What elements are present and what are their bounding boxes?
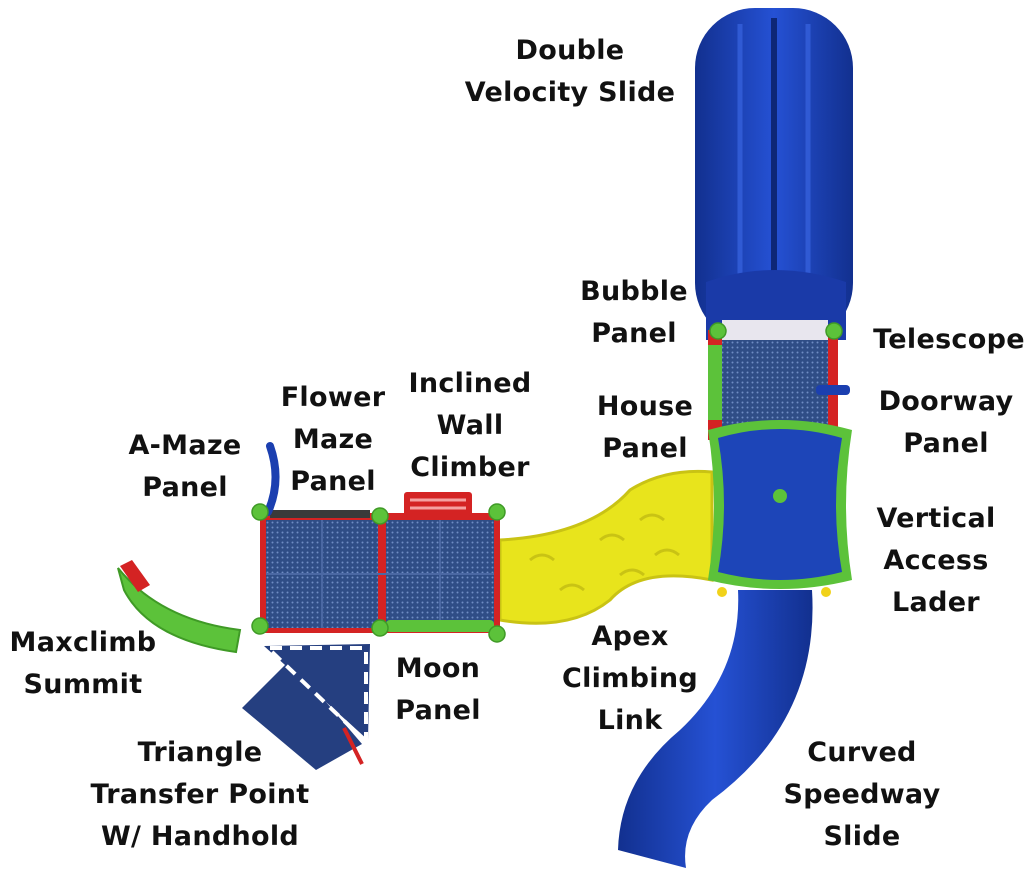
post-caps [251,322,843,643]
label-maxclimb-summit: Maxclimb Summit [9,627,157,700]
label-triangle-transfer-point: Triangle Transfer Point W/ Handhold [90,737,310,852]
label-doorway-panel: Doorway Panel [878,386,1014,459]
label-bubble-panel: Bubble Panel [580,276,688,349]
apex-climbing-link-shape [498,469,714,625]
label-double-velocity-slide: Double Velocity Slide [464,35,676,108]
vertical-access-ladder-shape [708,420,852,597]
upper-deck [708,320,850,440]
label-flower-maze-panel: Flower Maze Panel [280,382,386,497]
label-moon-panel: Moon Panel [395,653,481,726]
label-apex-climbing-link: Apex Climbing Link [562,621,698,736]
a-maze-panel-shape [264,442,280,516]
apex-climbing-holds [529,513,680,592]
label-inclined-wall-climber: Inclined Wall Climber [408,368,532,483]
left-decks [260,492,500,633]
maxclimb-summit-shape [117,567,242,654]
label-vertical-access-ladder: Vertical Access Lader [876,503,996,618]
label-curved-speedway-slide: Curved Speedway Slide [783,737,941,852]
label-house-panel: House Panel [596,391,694,464]
label-a-maze-panel: A-Maze Panel [128,430,242,503]
triangle-transfer-point-shape [242,644,370,770]
curved-speedway-slide-shape [618,590,813,868]
double-velocity-slide-shape [695,8,853,343]
label-telescope: Telescope [873,324,1025,355]
